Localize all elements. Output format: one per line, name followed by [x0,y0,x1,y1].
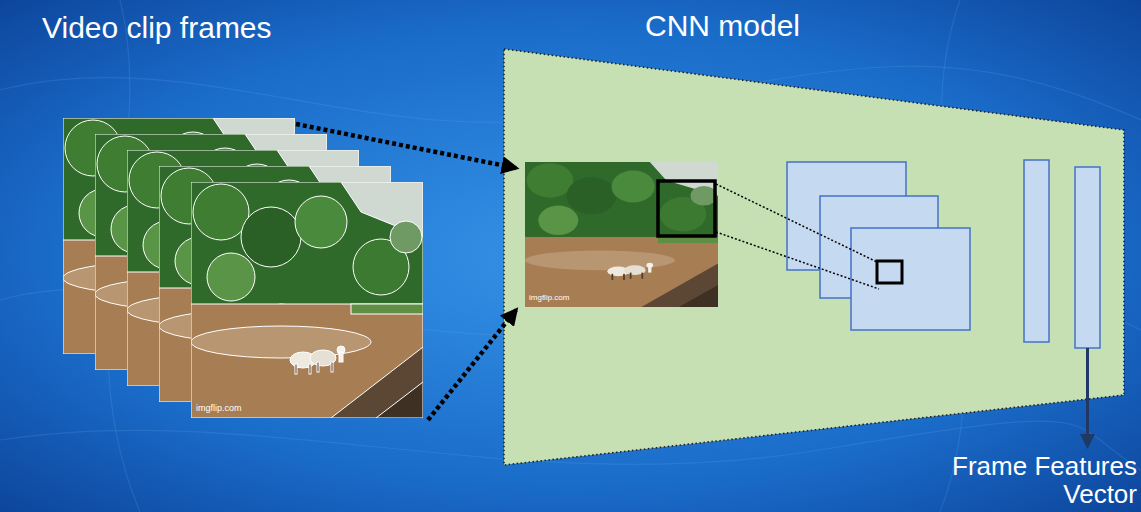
feature-cell [877,261,902,283]
dense-layer [1024,160,1049,342]
dotted-arrow [296,124,516,168]
feature-maps [787,162,970,330]
region-shape [504,49,1124,465]
video-frame [191,182,423,418]
input-frame [525,162,718,307]
feature-vector-layer [1075,167,1100,348]
receptive-field [658,181,715,236]
watermark: imgflip.com [529,293,569,303]
output-label: Frame Features Vector [927,452,1137,508]
section-heading: Video clip frames [42,10,272,46]
watermark: imgflip.com [196,403,242,414]
dotted-arrow [428,310,516,420]
feature-map [851,228,970,330]
region-heading: CNN model [645,8,800,44]
frame-stack [63,118,423,418]
output-arrow [1086,348,1089,446]
projection-line [716,184,877,262]
projection-line [716,232,879,289]
